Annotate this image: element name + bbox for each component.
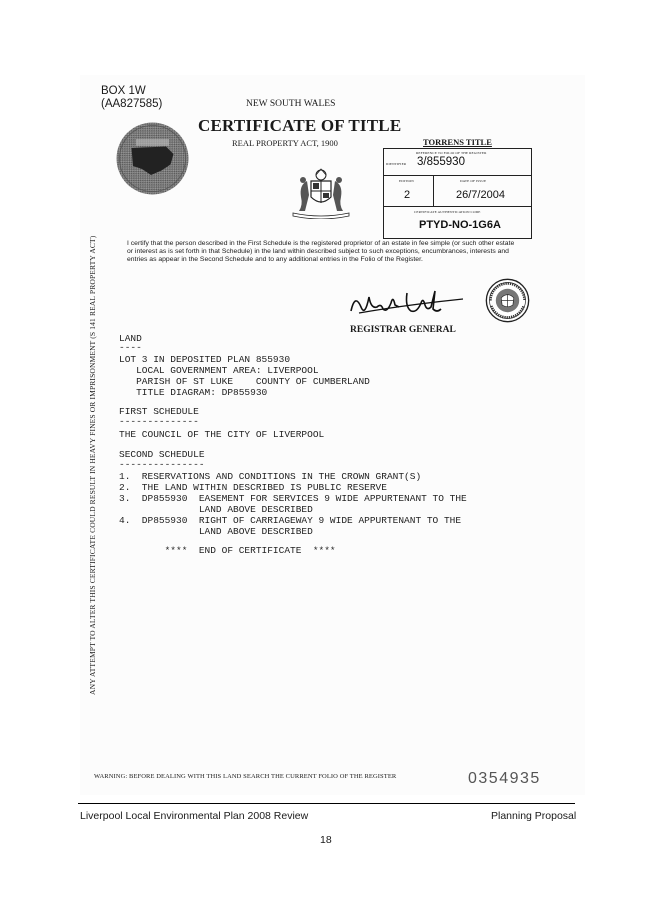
date-of-issue-label: DATE OF ISSUE [460,179,487,183]
land-parish: PARISH OF ST LUKE COUNTY OF CUMBERLAND [119,376,370,387]
registrar-general-seal-icon [485,278,530,323]
second-schedule-underline: --------------- [119,459,205,470]
serial-number: 0354935 [468,770,541,787]
schedule-item-3: 3. DP855930 EASEMENT FOR SERVICES 9 WIDE… [119,493,467,504]
footer-document-title: Liverpool Local Environmental Plan 2008 … [80,810,309,822]
first-schedule-underline: -------------- [119,416,199,427]
certificate-scan [80,75,585,795]
identifier-row: REFERENCE TO FOLIO OF THE REGISTER IDENT… [384,149,531,176]
identifier-value: 3/855930 [417,156,465,168]
act-reference: REAL PROPERTY ACT, 1900 [232,138,338,148]
cell-divider [433,176,434,206]
first-schedule-heading: FIRST SCHEDULE [119,406,199,417]
land-heading: LAND [119,333,142,344]
land-lot: LOT 3 IN DEPOSITED PLAN 855930 [119,354,291,365]
registrar-general-label: REGISTRAR GENERAL [350,325,456,335]
auth-code-label: CERTIFICATE AUTHENTICATION CODE [414,210,481,214]
page-number: 18 [320,834,332,846]
nsw-seal-icon [116,122,189,195]
coat-of-arms-icon [292,168,350,219]
land-title-diagram: TITLE DIAGRAM: DP855930 [119,387,268,398]
dealing-warning: WARNING: BEFORE DEALING WITH THIS LAND S… [94,773,397,780]
date-of-issue-value: 26/7/2004 [456,189,505,201]
auth-code-row: CERTIFICATE AUTHENTICATION CODE PTYD-NO-… [384,207,531,237]
title-reference-box: REFERENCE TO FOLIO OF THE REGISTER IDENT… [383,148,532,239]
schedule-item-4-cont: LAND ABOVE DESCRIBED [119,526,313,537]
box-reference: BOX 1W (AA827585) [101,85,162,111]
footer-document-type: Planning Proposal [491,810,577,822]
auth-code-value: PTYD-NO-1G6A [419,219,501,231]
footer-divider [78,803,575,804]
schedule-item-2: 2. THE LAND WITHIN DESCRIBED IS PUBLIC R… [119,482,387,493]
certificate-title: CERTIFICATE OF TITLE [198,116,402,135]
edition-value: 2 [404,189,411,201]
state-heading: NEW SOUTH WALES [246,99,336,109]
identifier-label: IDENTIFIER [386,162,407,166]
box-code: (AA827585) [101,98,163,110]
end-of-certificate: **** END OF CERTIFICATE **** [119,545,336,556]
box-number: BOX 1W [101,85,146,97]
schedule-item-3-cont: LAND ABOVE DESCRIBED [119,504,313,515]
certification-statement: I certify that the person described in t… [127,240,515,263]
second-schedule-heading: SECOND SCHEDULE [119,449,205,460]
alteration-warning: ANY ATTEMPT TO ALTER THIS CERTIFICATE CO… [88,235,97,695]
schedule-item-4: 4. DP855930 RIGHT OF CARRIAGEWAY 9 WIDE … [119,515,462,526]
torrens-title-heading: TORRENS TITLE [423,137,492,147]
first-schedule-proprietor: THE COUNCIL OF THE CITY OF LIVERPOOL [119,429,325,440]
land-lga: LOCAL GOVERNMENT AREA: LIVERPOOL [119,365,319,376]
folio-reference-label: REFERENCE TO FOLIO OF THE REGISTER [416,151,487,155]
edition-date-row: EDITION DATE OF ISSUE 2 26/7/2004 [384,176,531,207]
land-underline: ---- [119,342,142,353]
schedule-item-1: 1. RESERVATIONS AND CONDITIONS IN THE CR… [119,471,422,482]
edition-label: EDITION [399,179,414,183]
registrar-signature [350,290,464,314]
